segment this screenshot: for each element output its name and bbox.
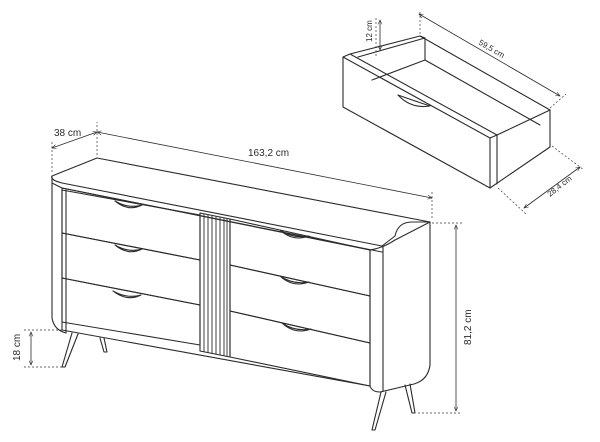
dimension-lines: 38 cm 163,2 cm 81,2 cm 18 cm <box>12 122 474 414</box>
drawer-detail-handle-icon <box>397 94 431 108</box>
handle-icon[interactable] <box>112 290 142 299</box>
height-label: 81,2 cm <box>463 309 474 345</box>
width-label: 163,2 cm <box>248 148 289 159</box>
dresser-top <box>51 157 431 247</box>
drawer-width-label: 59,5 cm <box>477 38 506 60</box>
fluted-panel <box>199 212 231 358</box>
dresser-left-panel <box>51 182 67 334</box>
legs <box>61 332 416 431</box>
right-drawer-3[interactable] <box>229 310 371 387</box>
drawer-handles <box>112 200 312 332</box>
drawer-front-panel <box>342 56 491 189</box>
handle-icon[interactable] <box>114 200 143 209</box>
left-drawer-3[interactable] <box>61 277 201 346</box>
drawer-height-label: 12 cm <box>365 20 374 42</box>
handle-icon[interactable] <box>279 275 310 285</box>
handle-icon[interactable] <box>114 244 143 253</box>
leg-height-label: 18 cm <box>12 334 23 361</box>
handle-icon[interactable] <box>281 322 312 332</box>
dresser-right-end <box>369 221 431 393</box>
drawer-depth-label: 28,4 cm <box>546 174 574 199</box>
left-drawer-1[interactable] <box>61 189 201 261</box>
left-drawer-2[interactable] <box>61 232 201 306</box>
depth-label: 38 cm <box>54 128 81 139</box>
drawer-dimension-lines: 12 cm 59,5 cm 28,4 cm <box>365 12 585 215</box>
drawer-detail <box>342 35 551 189</box>
handle-icon[interactable] <box>279 229 310 239</box>
dresser <box>51 157 431 431</box>
